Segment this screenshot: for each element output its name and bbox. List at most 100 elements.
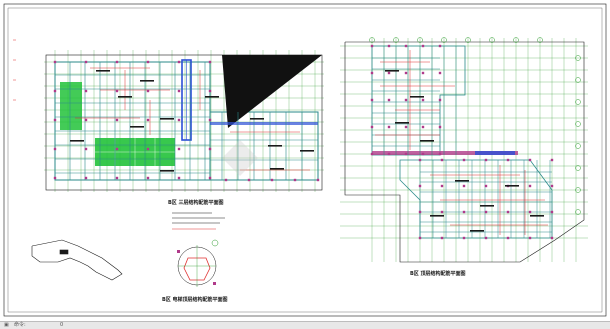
column — [208, 89, 212, 93]
column — [387, 71, 391, 75]
left-plan-rebar — [75, 67, 310, 171]
column — [208, 176, 212, 180]
hatched-triangle — [222, 55, 322, 128]
text-tag — [455, 180, 469, 182]
column — [293, 178, 297, 182]
status-bar: ▣ 命令: 0 — [0, 321, 610, 329]
left-plan-outline — [45, 54, 323, 191]
magenta-band — [372, 151, 518, 155]
column — [438, 44, 442, 48]
inset-axis-bubble — [211, 239, 219, 247]
column — [418, 158, 422, 162]
column — [387, 152, 391, 156]
column — [84, 60, 88, 64]
text-tag — [130, 126, 144, 128]
column — [146, 176, 150, 180]
blue-band-left — [210, 122, 318, 125]
column — [484, 236, 488, 240]
watermark-logo — [222, 140, 258, 176]
column — [506, 210, 510, 214]
column — [84, 147, 88, 151]
axis-bubble — [575, 121, 581, 127]
column — [177, 118, 181, 122]
column — [84, 118, 88, 122]
left-plan-columns — [53, 60, 320, 182]
text-tag — [205, 96, 219, 98]
column — [421, 71, 425, 75]
column — [146, 89, 150, 93]
column — [440, 184, 444, 188]
column — [528, 184, 532, 188]
column — [115, 118, 119, 122]
blue-band-right — [475, 151, 515, 155]
column — [462, 184, 466, 188]
column — [146, 60, 150, 64]
column — [418, 210, 422, 214]
column — [115, 176, 119, 180]
right-plan-tags — [385, 70, 544, 232]
right-plan-title: B区 顶层结构配筋平面图 — [410, 271, 466, 277]
column — [84, 176, 88, 180]
text-tag — [268, 145, 282, 147]
column — [528, 210, 532, 214]
column — [404, 98, 408, 102]
sheet-frame — [3, 3, 607, 317]
column — [404, 71, 408, 75]
column — [438, 125, 442, 129]
column — [177, 147, 181, 151]
axis-bubble — [369, 37, 375, 43]
text-tag — [505, 185, 519, 187]
text-tag — [300, 150, 314, 152]
column — [438, 98, 442, 102]
column — [146, 147, 150, 151]
text-tag — [385, 70, 399, 72]
column — [550, 236, 554, 240]
text-tag — [160, 118, 174, 120]
axis-bubble — [575, 99, 581, 105]
column — [53, 60, 57, 64]
column — [177, 60, 181, 64]
column — [421, 125, 425, 129]
column — [421, 44, 425, 48]
text-tag — [410, 96, 424, 98]
right-building-upper — [371, 45, 466, 156]
axis-bubble — [575, 143, 581, 149]
inset-plan-title: B区 电梯顶层结构配筋平面图 — [162, 297, 228, 303]
text-tag — [420, 140, 434, 142]
column — [418, 236, 422, 240]
axis-bubble — [393, 37, 399, 43]
text-tag — [118, 96, 132, 98]
axis-bubble — [575, 165, 581, 171]
column — [484, 210, 488, 214]
left-margin-marks — [13, 39, 16, 101]
column — [421, 152, 425, 156]
column — [440, 236, 444, 240]
axis-bubble — [465, 37, 471, 43]
column — [53, 147, 57, 151]
text-tag — [395, 122, 409, 124]
left-plan — [44, 50, 324, 192]
column — [484, 184, 488, 188]
left-plan-title: B区 三层结构配筋平面图 — [168, 200, 224, 206]
column — [370, 44, 374, 48]
column — [506, 236, 510, 240]
axis-bubble — [537, 37, 543, 43]
column — [115, 147, 119, 151]
column — [440, 158, 444, 162]
column — [550, 210, 554, 214]
column — [387, 98, 391, 102]
layout-tab-icon[interactable]: ▣ — [4, 322, 9, 328]
column — [208, 147, 212, 151]
column — [484, 158, 488, 162]
column — [550, 158, 554, 162]
right-axis-bubbles — [369, 37, 581, 215]
column — [404, 152, 408, 156]
text-tag — [470, 230, 484, 232]
text-tag — [70, 140, 84, 142]
text-tag — [160, 170, 174, 172]
column — [177, 89, 181, 93]
right-plan-rebar — [375, 50, 548, 235]
key-plan — [31, 239, 123, 281]
column — [247, 178, 251, 182]
